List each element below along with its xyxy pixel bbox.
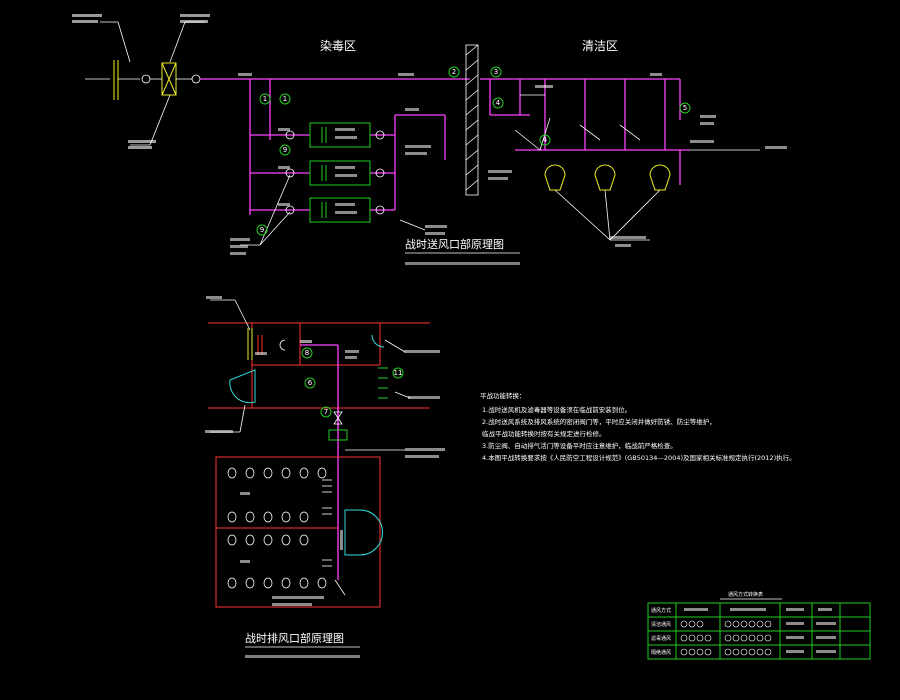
filter-unit-1 — [309, 122, 371, 148]
marker-4b: 4 — [543, 136, 548, 144]
marker-8: 8 — [305, 349, 309, 357]
fan-icon — [544, 164, 566, 191]
marker-9b: 9 — [260, 226, 264, 234]
valve-icon — [141, 74, 151, 84]
exhaust-box-icon — [328, 429, 348, 441]
marker-4: 4 — [496, 99, 501, 107]
exhaust-air-diagram: 8 6 7 11 — [205, 296, 445, 658]
seat-grid — [227, 467, 327, 589]
marker-7: 7 — [324, 408, 328, 416]
valve-icon — [191, 74, 201, 84]
notes-heading: 平战功能转换： — [480, 391, 526, 400]
exhaust-diagram-title: 战时排风口部原理图 — [245, 631, 344, 645]
marker-3: 3 — [494, 68, 498, 76]
marker-1: 1 — [263, 95, 267, 103]
fan-icon — [649, 164, 671, 191]
supply-diagram-title: 战时送风口部原理图 — [405, 237, 504, 251]
table-row: 通风方式 — [651, 607, 671, 614]
table-row: 隔绝通风 — [651, 649, 671, 656]
note-line-1: 1.战时送风机及滤毒器等设备须在临战前安装到位。 — [482, 405, 631, 414]
door-icon — [229, 369, 256, 404]
airtight-wall — [465, 44, 479, 196]
room-outline — [215, 456, 381, 608]
main-supply-duct — [200, 78, 760, 215]
filter-unit-2 — [309, 160, 371, 186]
supply-fans — [514, 94, 671, 241]
zone-label-contaminated: 染毒区 — [320, 38, 356, 53]
mode-table: 通风方式转换表 通风方式 清洁通风 滤毒通风 隔绝通风 — [647, 591, 871, 660]
table-title: 通风方式转换表 — [728, 591, 763, 598]
note-line-3: 临战平战功能转换时按有关规定进行检修。 — [482, 429, 606, 438]
table-row: 清洁通风 — [651, 621, 671, 628]
filter-unit-3 — [309, 197, 371, 223]
inlet-assembly — [72, 14, 210, 149]
valve-icon — [279, 339, 286, 351]
note-line-5: 4.本图平战转换要求按《人民防空工程设计规范》(GB50134—2004)及国家… — [482, 453, 796, 462]
note-line-2: 2.战时送风系统及排风系统的密闭阀门等，平时应关闭并做好防锈、防尘等维护， — [482, 417, 716, 426]
fan-icon — [594, 164, 616, 191]
filter-units — [240, 122, 426, 246]
circle-markers: 1 1 2 3 4 5 4 9 9 — [256, 66, 691, 236]
marker-9: 9 — [283, 146, 287, 154]
marker-2: 2 — [452, 68, 456, 76]
zone-label-clean: 清洁区 — [582, 39, 618, 53]
supply-air-diagram: 染毒区 清洁区 — [72, 14, 787, 265]
toilet-icon — [344, 509, 383, 556]
marker-11: 11 — [394, 369, 403, 377]
vent-icon — [371, 334, 385, 348]
marker-5: 5 — [683, 104, 687, 112]
marker-6: 6 — [308, 379, 313, 387]
marker-1b: 1 — [283, 95, 287, 103]
conversion-notes: 平战功能转换： 1.战时送风机及滤毒器等设备须在临战前安装到位。 2.战时送风系… — [480, 391, 796, 462]
table-row: 滤毒通风 — [651, 635, 671, 642]
small-annotations — [230, 73, 787, 255]
note-line-4: 3.防尘阀、自动排气活门等设备平时应注意维护，临战前严格检查。 — [482, 441, 677, 450]
